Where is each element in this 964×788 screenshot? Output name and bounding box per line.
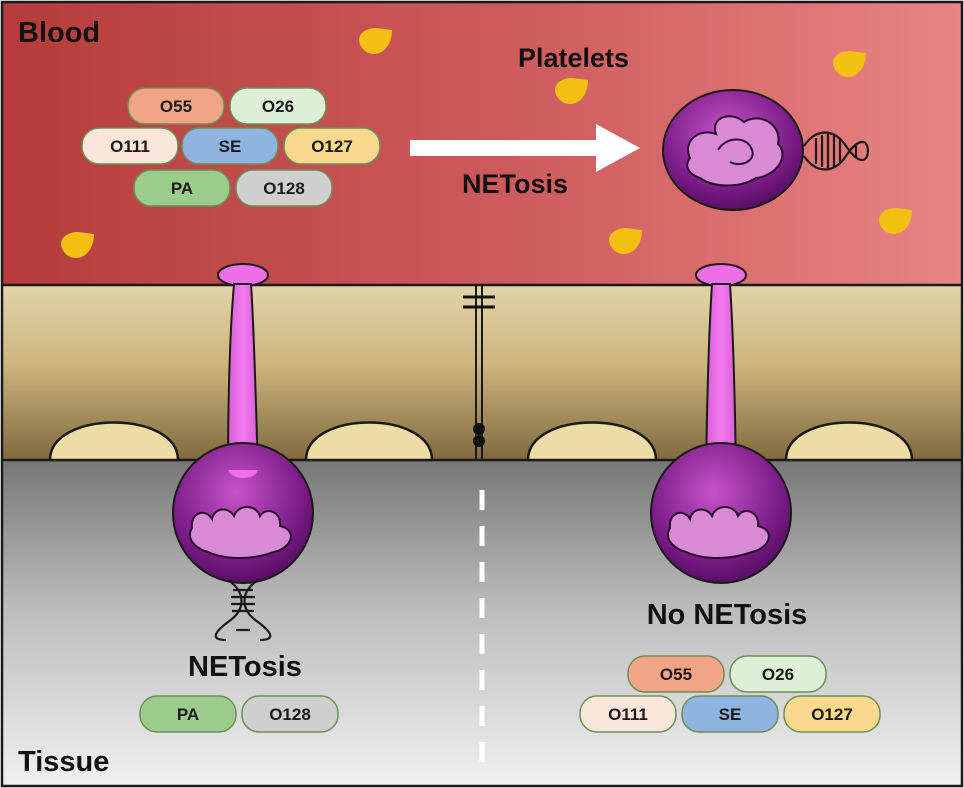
serotype-pill-blood: O128 (235, 169, 333, 207)
serotype-label: O55 (160, 97, 192, 116)
platelet-icon (555, 78, 588, 104)
serotype-label: PA (171, 179, 193, 198)
platelet-icon (359, 28, 392, 54)
serotype-pill-blood: SE (181, 127, 279, 165)
serotype-label: O128 (263, 179, 305, 198)
platelet-icon (609, 228, 642, 254)
platelet-icon (879, 208, 912, 234)
serotype-pill-tissue-left: O128 (241, 695, 339, 733)
serotype-pill-blood: O26 (229, 87, 327, 125)
serotype-pill-tissue-right: SE (681, 695, 779, 733)
serotype-label: O127 (311, 137, 353, 156)
dna-helix-icon (803, 131, 870, 171)
no-netosis-label: No NETosis (647, 599, 808, 631)
arrow-icon (410, 124, 640, 172)
blood-label: Blood (18, 17, 100, 49)
adherens-junction-icon (473, 423, 485, 447)
serotype-pill-blood: O127 (283, 127, 381, 165)
platelets-group (61, 28, 912, 258)
serotype-pill-tissue-right: O26 (729, 655, 827, 693)
serotype-label: O127 (811, 705, 853, 724)
dna-helix-icon (214, 579, 272, 642)
serotype-pill-tissue-right: O55 (627, 655, 725, 693)
tight-junction-icon (463, 295, 495, 309)
endothelial-nucleus (48, 421, 180, 462)
tissue-netosis-label: NETosis (188, 651, 302, 683)
serotype-label: PA (177, 705, 199, 724)
tissue-label: Tissue (18, 746, 109, 778)
neutrophil-icon (650, 263, 792, 584)
serotype-pill-blood: O55 (127, 87, 225, 125)
blood-netosis-label: NETosis (462, 169, 568, 199)
serotype-label: O26 (262, 97, 294, 116)
serotype-label: SE (719, 705, 742, 724)
serotype-pill-blood: PA (133, 169, 231, 207)
serotype-pill-tissue-right: O111 (579, 695, 677, 733)
neutrophil-icon (172, 263, 314, 584)
endothelial-nucleus (526, 421, 658, 462)
serotype-pill-tissue-left: PA (139, 695, 237, 733)
serotype-label: SE (219, 137, 242, 156)
serotype-pill-blood: O111 (81, 127, 179, 165)
platelet-icon (61, 232, 94, 258)
platelets-label: Platelets (518, 43, 629, 73)
endothelial-nucleus (784, 421, 914, 462)
serotype-label: O111 (110, 137, 150, 156)
serotype-label: O128 (269, 705, 311, 724)
platelet-icon (833, 51, 866, 77)
neutrophil-icon (662, 89, 804, 211)
serotype-label: O55 (660, 665, 692, 684)
serotype-pill-tissue-right: O127 (783, 695, 881, 733)
serotype-label: O111 (608, 705, 648, 724)
endothelial-nucleus (304, 421, 434, 462)
serotype-label: O26 (762, 665, 794, 684)
